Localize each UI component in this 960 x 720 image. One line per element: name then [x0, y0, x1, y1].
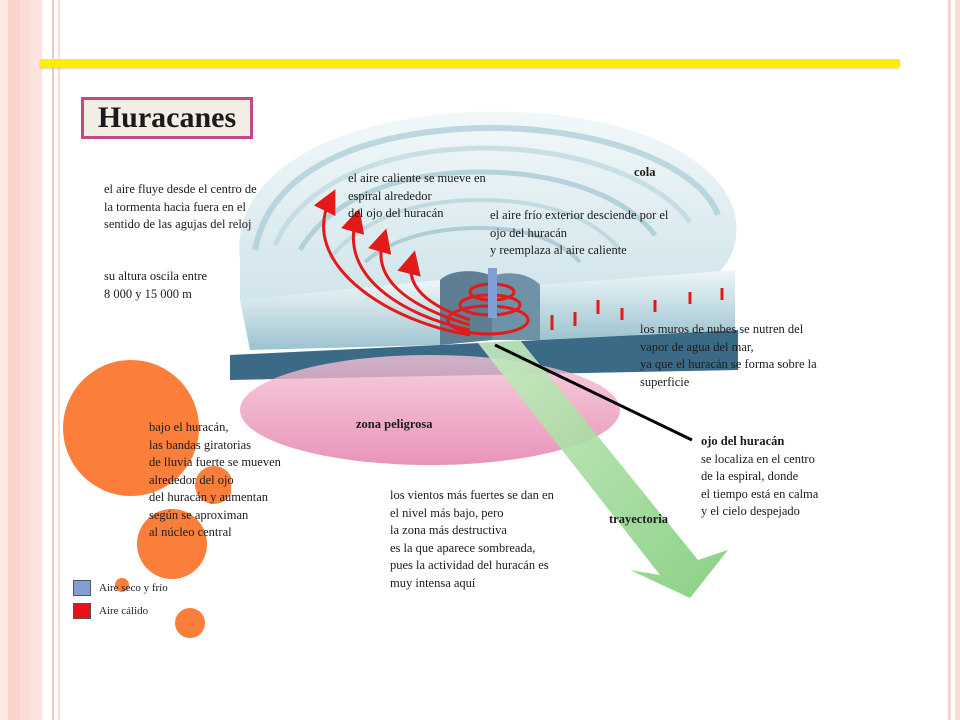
- outflow-line: la tormenta hacia fuera en el: [104, 199, 246, 214]
- title-box: Huracanes: [81, 97, 253, 139]
- right-decorative-stripes: [946, 0, 960, 720]
- winds-line: es la que aparece sombreada,: [390, 540, 536, 555]
- eye-line: el tiempo está en calma: [701, 486, 819, 501]
- outflow-line: sentido de las agujas del reloj: [104, 217, 252, 231]
- legend-swatch-warm: [73, 603, 91, 619]
- eye-label: ojo del huracán se localiza en el centro…: [701, 433, 818, 521]
- cold-air-column: [488, 268, 497, 318]
- walls-line: superficie: [640, 374, 690, 389]
- rain-bands-line: al núcleo central: [149, 525, 232, 539]
- legend-label-warm: Aire cálido: [99, 605, 149, 617]
- rain-bands-line: de lluvia fuerte se mueven: [149, 455, 281, 469]
- winds-line: los vientos más fuertes se dan en: [390, 488, 554, 502]
- winds-line: la zona más destructiva: [390, 523, 507, 537]
- warm-air-line: espiral alrededor: [348, 188, 432, 203]
- title-underline-bar: [40, 59, 900, 67]
- tail-label: cola: [634, 165, 656, 179]
- orange-circle-large: [63, 360, 199, 496]
- walls-line: ya que el huracán se forma sobre la: [640, 357, 817, 371]
- danger-zone-label: zona peligrosa: [356, 417, 433, 431]
- cold-air-label: el aire frío exterior desciende por el o…: [490, 207, 668, 260]
- rain-bands-line: según se aproximan: [149, 507, 249, 522]
- orange-circle-small: [175, 608, 205, 638]
- altitude-label: su altura oscila entre 8 000 y 15 000 m: [104, 268, 207, 303]
- cloud-walls-label: los muros de nubes se nutren del vapor d…: [640, 321, 817, 391]
- orange-circle-tiny: [115, 578, 129, 592]
- winds-line: muy intensa aquí: [390, 575, 476, 590]
- cold-air-line: el aire frío exterior desciende por el: [490, 208, 669, 222]
- eye-pointer-line: [494, 343, 693, 442]
- rain-bands-line: bajo el huracán,: [149, 420, 229, 434]
- rain-bands-line: del huracán y aumentan: [149, 490, 269, 504]
- orange-circle-medium: [137, 509, 207, 579]
- outflow-line: el aire fluye desde el centro de: [104, 182, 257, 196]
- winds-line: pues la actividad del huracán es: [390, 558, 549, 572]
- decorative-vertical-line: [58, 0, 60, 720]
- page-title: Huracanes: [97, 101, 237, 134]
- altitude-line: 8 000 y 15 000 m: [104, 286, 192, 301]
- winds-label: los vientos más fuertes se dan en el niv…: [390, 487, 554, 592]
- rain-bands-label: bajo el huracán, las bandas giratorias d…: [149, 419, 281, 542]
- legend-swatch-cold: [73, 580, 91, 596]
- warm-air-label: el aire caliente se mueve en espiral alr…: [348, 170, 486, 223]
- left-decorative-stripes: [0, 0, 50, 720]
- orange-circle-small: [195, 466, 233, 504]
- warm-air-line: del ojo del huracán: [348, 206, 444, 220]
- outflow-label: el aire fluye desde el centro de la torm…: [104, 181, 257, 234]
- cold-air-line: ojo del huracán: [490, 225, 568, 240]
- cold-air-line: y reemplaza al aire caliente: [490, 243, 627, 257]
- eye-title: ojo del huracán: [701, 434, 785, 448]
- walls-line: los muros de nubes se nutren del: [640, 322, 804, 336]
- walls-line: vapor de agua del mar,: [640, 339, 754, 354]
- eye-line: se localiza en el centro: [701, 451, 815, 466]
- rain-bands-line: las bandas giratorias: [149, 437, 252, 452]
- eye-line: de la espiral, donde: [701, 469, 799, 483]
- trajectory-arrow: [478, 340, 728, 598]
- rain-bands-line: alrededor del ojo: [149, 472, 234, 487]
- legend-label-cold: Aire seco y frío: [99, 582, 168, 594]
- winds-line: el nivel más bajo, pero: [390, 505, 504, 520]
- altitude-line: su altura oscila entre: [104, 269, 208, 283]
- eye-line: y el cielo despejado: [701, 504, 800, 518]
- decorative-vertical-line: [52, 0, 54, 720]
- warm-air-line: el aire caliente se mueve en: [348, 171, 486, 185]
- trajectory-label: trayectoria: [609, 512, 668, 526]
